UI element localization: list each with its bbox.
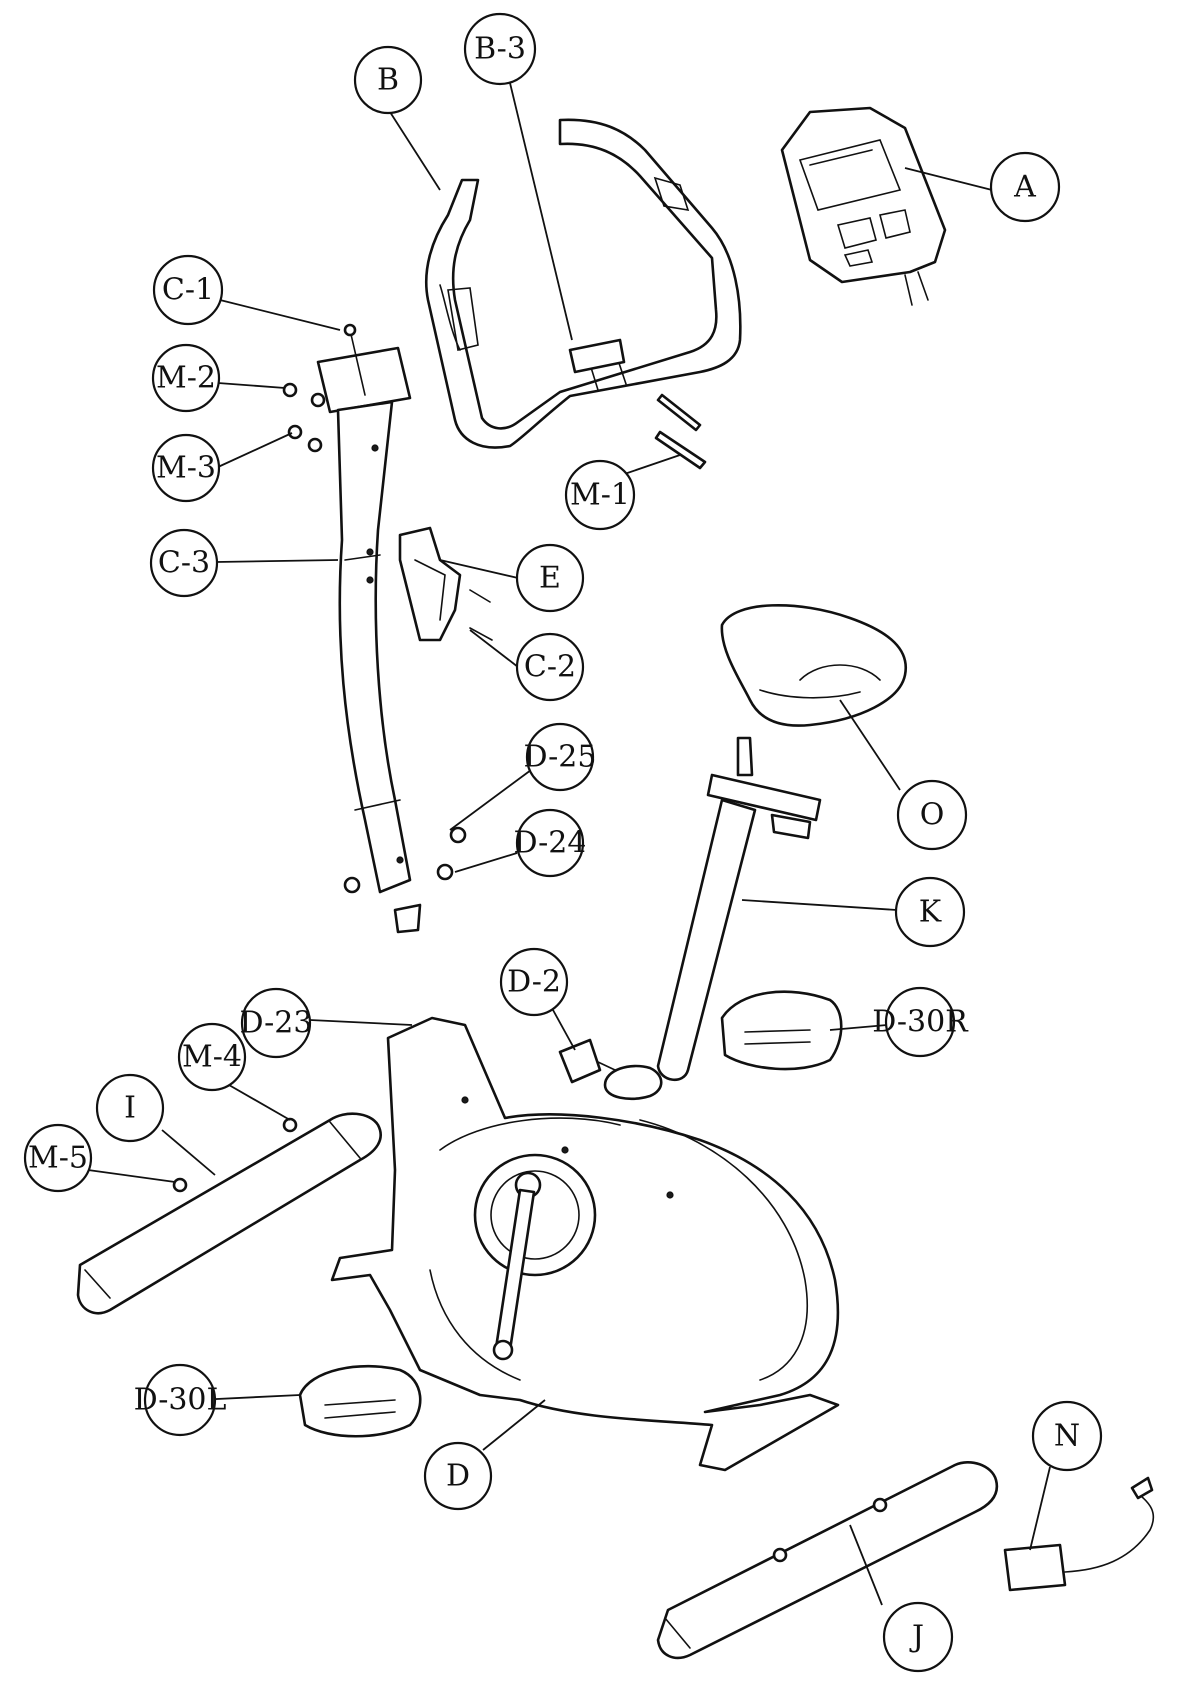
callout-k: K bbox=[894, 876, 966, 948]
callout-label-d-2: D-2 bbox=[507, 965, 561, 1000]
callout-m-2: M-2 bbox=[151, 343, 221, 413]
callout-c-3: C-3 bbox=[149, 528, 219, 598]
callout-label-d-30l: D-30L bbox=[134, 1383, 227, 1418]
callout-label-m-4: M-4 bbox=[182, 1040, 242, 1075]
callout-m-1: M-1 bbox=[564, 459, 636, 531]
part-handlebar bbox=[424, 118, 742, 470]
callout-d-25: D-25 bbox=[524, 722, 597, 792]
callout-label-c-1: C-1 bbox=[162, 273, 214, 308]
part-power-adapter bbox=[1003, 1476, 1155, 1592]
callout-label-d: D bbox=[446, 1459, 470, 1494]
callout-i: I bbox=[95, 1073, 165, 1143]
callout-label-m-1: M-1 bbox=[570, 478, 630, 513]
callout-e: E bbox=[515, 543, 585, 613]
callout-n: N bbox=[1031, 1400, 1103, 1472]
callout-label-e: E bbox=[539, 561, 561, 596]
callout-label-a: A bbox=[1013, 170, 1036, 205]
callout-label-d-23: D-23 bbox=[240, 1006, 313, 1041]
callout-label-b-3: B-3 bbox=[474, 32, 526, 67]
callout-label-k: K bbox=[919, 895, 942, 930]
callout-label-c-2: C-2 bbox=[524, 650, 576, 685]
part-seat-post bbox=[656, 736, 822, 1081]
callout-label-c-3: C-3 bbox=[158, 546, 210, 581]
callout-c-1: C-1 bbox=[152, 254, 224, 326]
callout-o: O bbox=[896, 779, 968, 851]
callout-d-2: D-2 bbox=[499, 947, 569, 1017]
callout-label-d-30r: D-30R bbox=[872, 1005, 969, 1040]
part-upright-post bbox=[282, 323, 467, 934]
callout-d-24: D-24 bbox=[514, 808, 587, 878]
callout-d-23: D-23 bbox=[240, 987, 313, 1059]
callout-m-5: M-5 bbox=[23, 1123, 93, 1193]
part-bottle-holder bbox=[398, 526, 493, 642]
callout-label-n: N bbox=[1054, 1419, 1080, 1454]
callout-a: A bbox=[989, 151, 1061, 223]
callout-c-2: C-2 bbox=[515, 632, 585, 702]
part-console bbox=[780, 106, 947, 306]
callout-d-30r: D-30R bbox=[872, 986, 969, 1058]
callout-label-m-3: M-3 bbox=[156, 451, 216, 486]
callout-d: D bbox=[423, 1441, 493, 1511]
part-rear-stabilizer bbox=[656, 1460, 999, 1660]
callout-m-4: M-4 bbox=[177, 1022, 247, 1092]
callout-label-m-2: M-2 bbox=[156, 361, 216, 396]
callout-label-m-5: M-5 bbox=[28, 1141, 88, 1176]
part-adjust-knob bbox=[558, 1038, 616, 1084]
callout-b: B bbox=[353, 45, 423, 115]
callout-j: J bbox=[882, 1601, 954, 1673]
part-pedal-right bbox=[720, 990, 843, 1071]
callout-label-d-25: D-25 bbox=[524, 740, 597, 775]
part-main-frame bbox=[330, 1016, 840, 1472]
part-pedal-left bbox=[298, 1364, 422, 1438]
callout-b-3: B-3 bbox=[463, 12, 537, 86]
leader-lines bbox=[87, 82, 1051, 1606]
callout-m-3: M-3 bbox=[151, 433, 221, 503]
callout-label-b: B bbox=[377, 63, 399, 98]
callout-d-30l: D-30L bbox=[134, 1363, 227, 1437]
part-saddle bbox=[720, 603, 908, 727]
callout-label-d-24: D-24 bbox=[514, 826, 587, 861]
callout-label-j: J bbox=[909, 1620, 924, 1655]
callout-label-o: O bbox=[920, 798, 945, 833]
part-front-stabilizer bbox=[76, 1112, 382, 1315]
callout-label-i: I bbox=[124, 1091, 136, 1126]
